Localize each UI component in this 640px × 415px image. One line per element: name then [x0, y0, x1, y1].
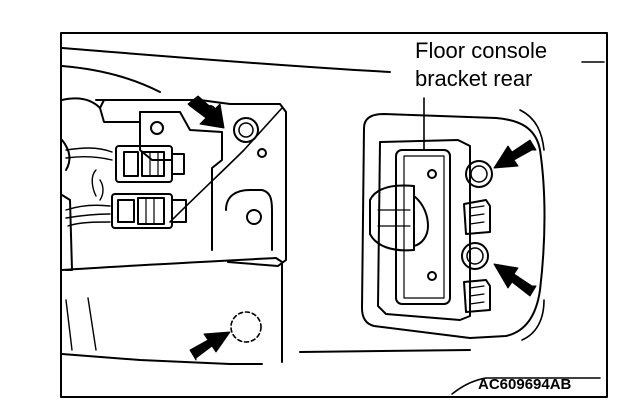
- connector-icon: [115, 145, 185, 183]
- bracket-detail: [361, 109, 546, 341]
- arrow-icon: [187, 95, 225, 129]
- body-structure: [61, 47, 391, 271]
- callout-line-2: bracket rear: [415, 66, 533, 91]
- figure-code: AC609694AB: [478, 376, 572, 393]
- arrow-icon: [493, 263, 537, 297]
- arrow-icon: [493, 139, 537, 169]
- arrow-icon: [189, 331, 231, 361]
- callout-line-1: Floor console: [415, 38, 548, 63]
- dashed-circle-marker: [230, 311, 262, 343]
- figure-code-rule: [451, 377, 601, 395]
- figure-frame: [60, 32, 608, 398]
- bolt-icon: [465, 160, 493, 188]
- bolt-icon: [461, 242, 489, 270]
- connector-icon: [111, 193, 187, 229]
- floor-panel: [61, 257, 471, 365]
- bolt-icon: [233, 117, 259, 143]
